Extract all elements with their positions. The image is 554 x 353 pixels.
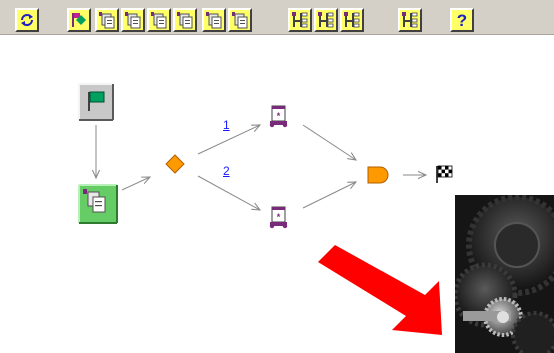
activity-pages-icon bbox=[125, 12, 141, 29]
toolbar: ? bbox=[0, 0, 554, 35]
end-node[interactable] bbox=[436, 165, 453, 183]
svg-text:*: * bbox=[277, 111, 281, 121]
gears-image bbox=[455, 195, 554, 353]
question-mark-icon: ? bbox=[456, 10, 468, 30]
transition-button[interactable] bbox=[67, 8, 91, 32]
activity-node[interactable] bbox=[78, 184, 118, 224]
checkered-flag-icon bbox=[436, 165, 453, 183]
activity-button-1[interactable] bbox=[95, 8, 119, 32]
refresh-arrows-icon bbox=[21, 14, 33, 26]
activity-button-2[interactable] bbox=[121, 8, 145, 32]
start-node[interactable] bbox=[78, 83, 114, 121]
activity-button-6[interactable] bbox=[228, 8, 252, 32]
connector-split-to-upper[interactable] bbox=[197, 125, 260, 155]
route-tree-icon bbox=[402, 12, 418, 28]
green-flag-icon bbox=[88, 91, 105, 111]
connector-upper-to-join[interactable] bbox=[302, 124, 356, 160]
subflow-upper-node[interactable]: * bbox=[269, 105, 288, 128]
activity-button-5[interactable] bbox=[202, 8, 226, 32]
route-button-2[interactable] bbox=[314, 8, 338, 32]
gears-photo bbox=[455, 195, 554, 353]
branch-label-2[interactable]: 2 bbox=[223, 164, 230, 178]
help-button[interactable]: ? bbox=[450, 8, 474, 32]
branch-label-1[interactable]: 1 bbox=[223, 118, 230, 132]
highlight-arrow bbox=[318, 245, 442, 335]
refresh-button[interactable] bbox=[15, 8, 39, 32]
svg-text:*: * bbox=[277, 212, 281, 222]
activity-pages-icon bbox=[99, 12, 115, 29]
subflow-scroll-icon: * bbox=[269, 206, 288, 229]
subflow-lower-node[interactable]: * bbox=[269, 206, 288, 229]
connector-lower-to-join[interactable] bbox=[302, 182, 356, 209]
flag-diamond-icon bbox=[72, 13, 86, 27]
activity-pages-icon bbox=[83, 189, 106, 213]
activity-button-4[interactable] bbox=[173, 8, 197, 32]
or-split-diamond[interactable] bbox=[165, 154, 185, 174]
route-button-1[interactable] bbox=[288, 8, 312, 32]
activity-pages-icon bbox=[206, 12, 222, 29]
activity-pages-icon bbox=[232, 12, 248, 29]
workflow-diagram: * * bbox=[78, 83, 453, 335]
route-tree-icon bbox=[318, 12, 334, 28]
activity-pages-icon bbox=[177, 12, 193, 29]
connector-activity-to-split[interactable] bbox=[121, 177, 150, 191]
and-join-gate[interactable] bbox=[367, 166, 389, 184]
subflow-scroll-icon: * bbox=[269, 105, 288, 128]
activity-pages-icon bbox=[151, 12, 167, 29]
route-tree-icon bbox=[292, 12, 308, 28]
route-tree-icon bbox=[344, 12, 360, 28]
activity-button-3[interactable] bbox=[147, 8, 171, 32]
connector-split-to-lower[interactable] bbox=[197, 175, 260, 210]
route-button-3[interactable] bbox=[340, 8, 364, 32]
route-button-4[interactable] bbox=[398, 8, 422, 32]
